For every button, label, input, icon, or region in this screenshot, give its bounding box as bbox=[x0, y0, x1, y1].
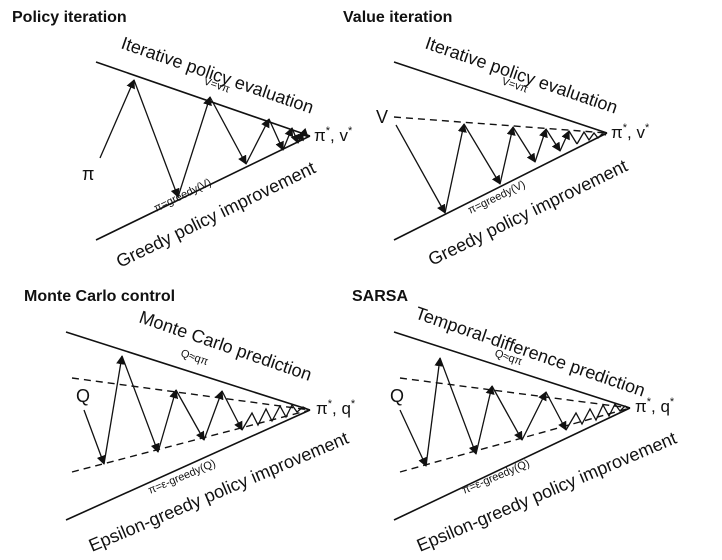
improvement-line bbox=[393, 407, 631, 521]
arrow bbox=[282, 127, 294, 151]
convergence-label: π*, v* bbox=[611, 122, 650, 142]
arrow bbox=[99, 79, 135, 159]
arrow bbox=[545, 391, 567, 431]
convergence-label: π*, v* bbox=[314, 125, 353, 145]
arrow bbox=[203, 390, 224, 441]
evaluation-line bbox=[65, 331, 311, 411]
upper-dashed-line bbox=[71, 377, 311, 411]
panel-monte-carlo-control: Monte Carlo control Monte Carlo predicti… bbox=[24, 288, 356, 556]
arrow bbox=[534, 128, 548, 163]
evaluation-line bbox=[95, 61, 311, 137]
arrow bbox=[209, 96, 247, 165]
arrow bbox=[395, 124, 446, 214]
arrow bbox=[245, 118, 270, 165]
panel-sarsa: SARSA Temporal-difference prediction Q≈q… bbox=[352, 288, 679, 556]
iteration-arrows bbox=[83, 355, 310, 465]
panel-title: Value iteration bbox=[343, 9, 452, 26]
arrow bbox=[221, 390, 243, 431]
iteration-arrows bbox=[395, 123, 607, 214]
arrow-tail bbox=[565, 402, 630, 431]
improvement-line bbox=[95, 135, 311, 241]
panel-value-iteration: Value iteration Iterative policy evaluat… bbox=[343, 9, 650, 270]
iteration-arrows bbox=[99, 79, 309, 198]
start-symbol: Q bbox=[390, 386, 404, 406]
arrow-tail bbox=[241, 403, 310, 431]
arrow bbox=[463, 123, 501, 185]
arrow bbox=[177, 96, 212, 198]
start-symbol: Q bbox=[76, 386, 90, 406]
start-symbol: V bbox=[376, 107, 388, 127]
arrow bbox=[103, 355, 126, 465]
arrow bbox=[512, 126, 536, 163]
arrow bbox=[298, 127, 309, 138]
evaluation-formula: Q≈qπ bbox=[179, 347, 210, 368]
arrow bbox=[568, 130, 578, 145]
evaluation-line bbox=[393, 61, 608, 134]
arrow bbox=[439, 357, 478, 455]
arrow bbox=[133, 79, 180, 198]
arrow bbox=[499, 126, 516, 185]
start-symbol: π bbox=[82, 164, 94, 184]
arrow bbox=[83, 409, 106, 465]
panel-policy-iteration: Policy iteration Iterative policy evalua… bbox=[12, 9, 353, 272]
value-dashed-line bbox=[393, 116, 608, 134]
arrow bbox=[559, 130, 570, 152]
arrow bbox=[121, 355, 160, 453]
improvement-line bbox=[65, 409, 311, 521]
panel-title: SARSA bbox=[352, 288, 408, 305]
evaluation-line bbox=[393, 331, 631, 409]
arrow bbox=[521, 391, 547, 441]
arrow bbox=[545, 128, 561, 152]
upper-dashed-line bbox=[399, 377, 631, 409]
evaluation-label: Temporal-difference prediction bbox=[413, 303, 648, 401]
arrow bbox=[491, 385, 523, 441]
arrow bbox=[425, 357, 444, 467]
evaluation-label: Iterative policy evaluation bbox=[119, 33, 317, 118]
evaluation-label: Monte Carlo prediction bbox=[137, 307, 315, 385]
arrow bbox=[175, 389, 205, 441]
convergence-label: π*, q* bbox=[635, 396, 675, 416]
arrow bbox=[444, 123, 467, 214]
improvement-label: Greedy policy improvement bbox=[113, 158, 319, 272]
lower-dashed-line bbox=[399, 407, 631, 473]
arrow bbox=[475, 385, 495, 455]
arrow bbox=[157, 389, 179, 453]
improvement-line bbox=[393, 132, 608, 241]
improvement-label: Epsilon-greedy policy improvement bbox=[86, 428, 352, 556]
panel-title: Policy iteration bbox=[12, 9, 127, 26]
iteration-arrows bbox=[399, 357, 630, 467]
lower-dashed-line bbox=[71, 409, 311, 473]
panel-title: Monte Carlo control bbox=[24, 288, 175, 305]
arrow bbox=[268, 118, 284, 151]
convergence-label: π*, q* bbox=[316, 398, 356, 418]
arrow-tail bbox=[576, 130, 607, 145]
arrow bbox=[399, 409, 427, 467]
